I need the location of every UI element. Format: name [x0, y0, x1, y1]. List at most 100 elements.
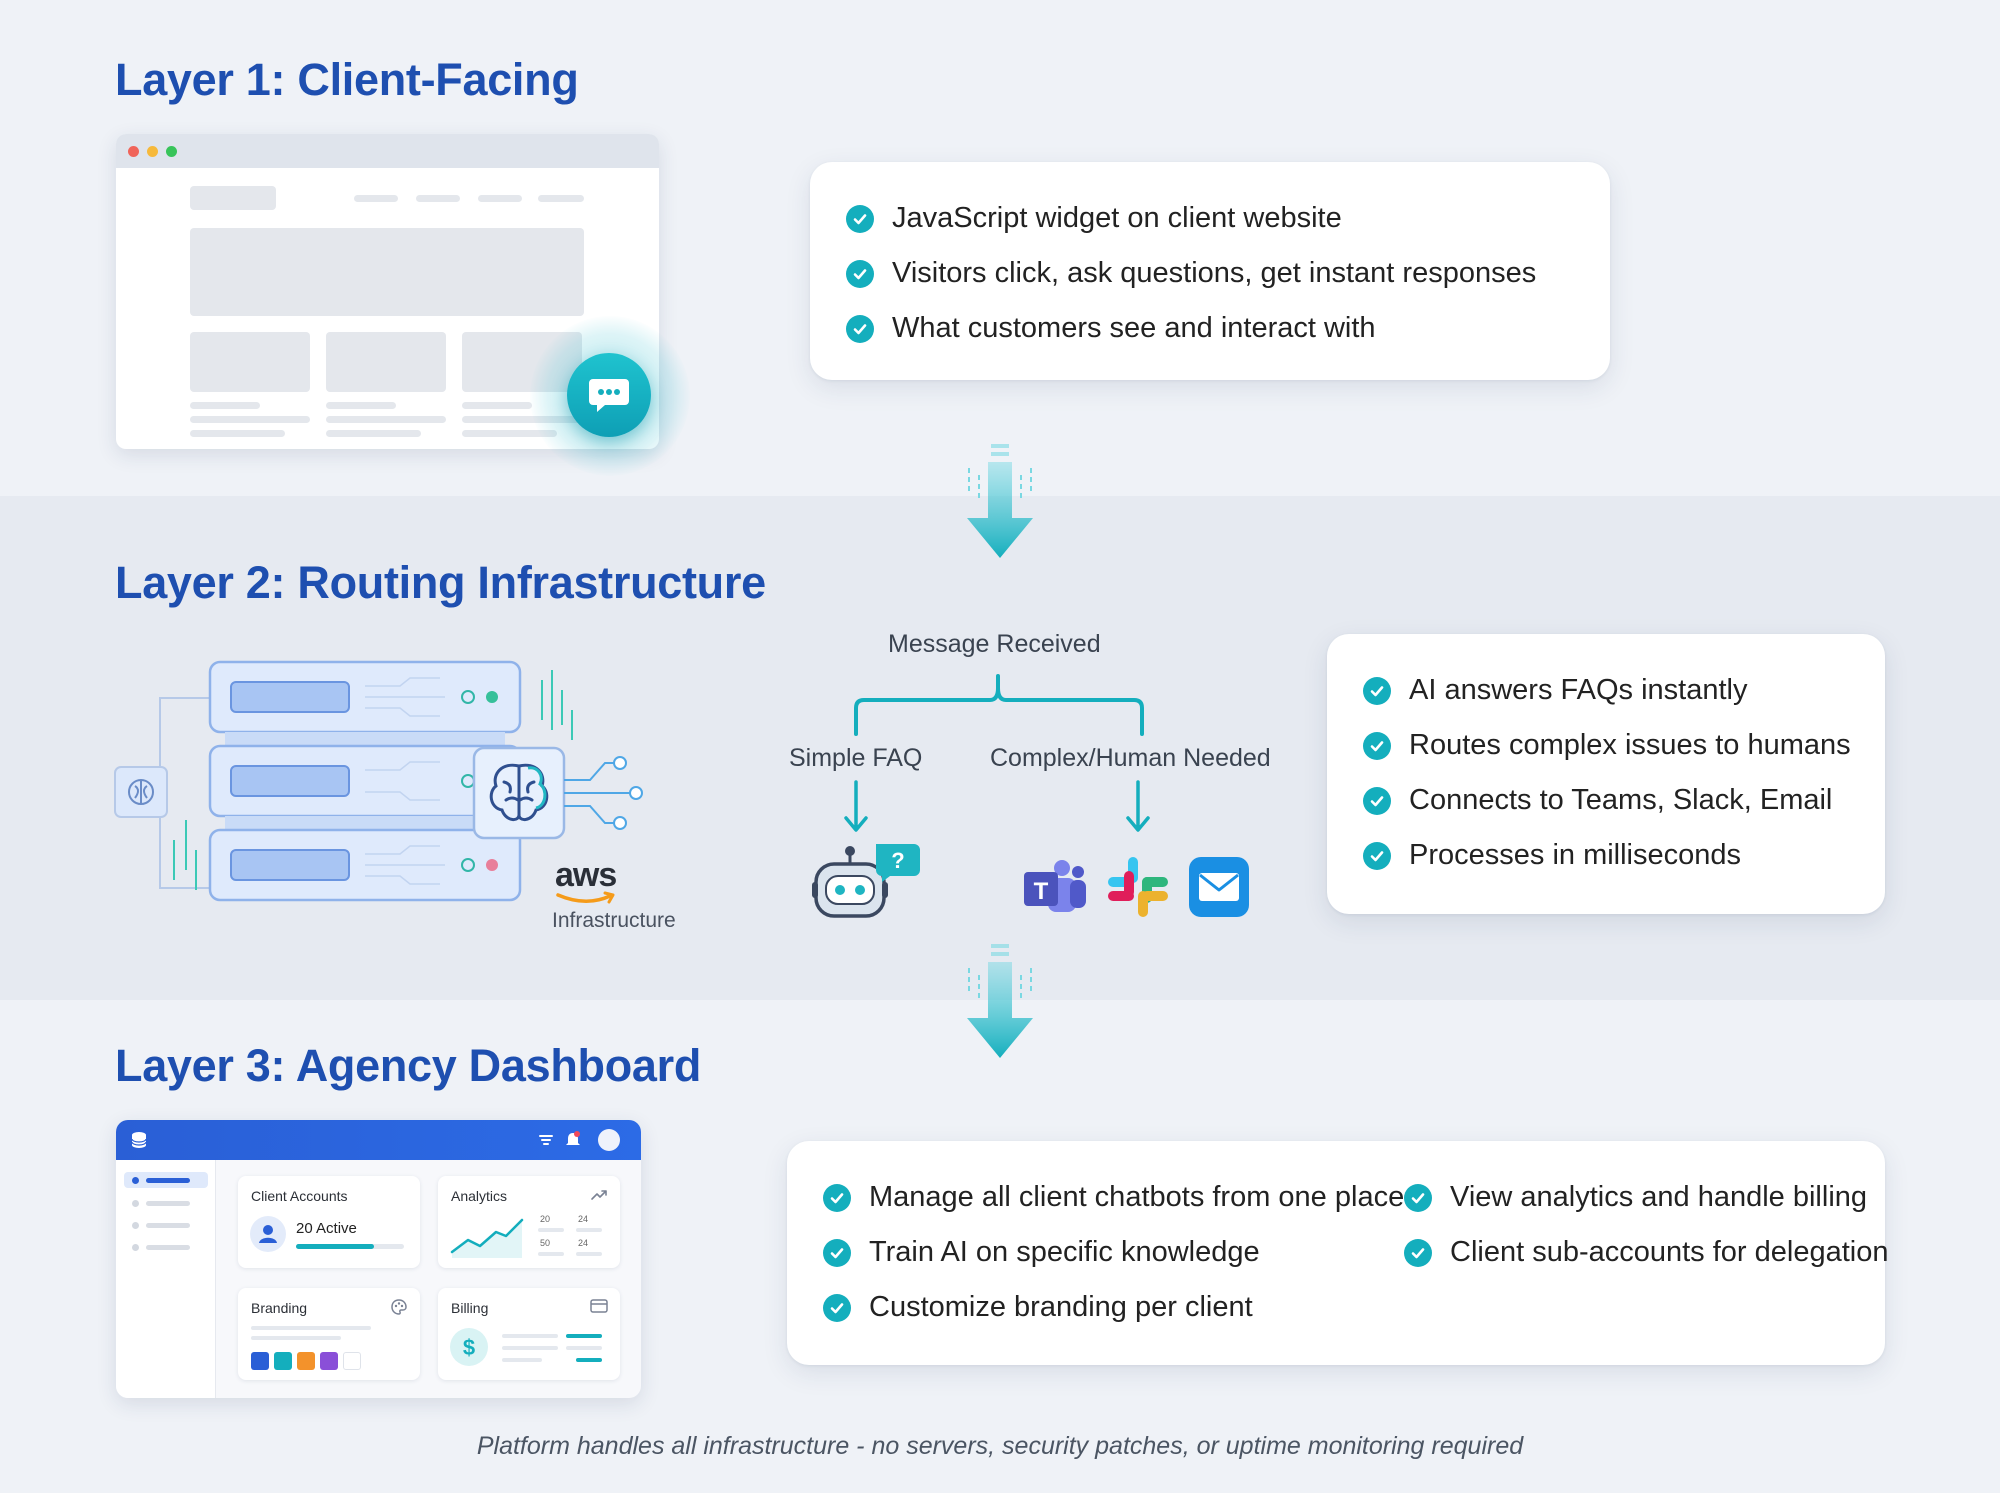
brand-swatch[interactable]: [274, 1352, 292, 1370]
placeholder-card: [326, 332, 446, 392]
tile-title: Branding: [251, 1300, 308, 1316]
feature-item: View analytics and handle billing: [1404, 1181, 1867, 1214]
feature-item: Routes complex issues to humans: [1363, 729, 1851, 762]
server-rack-illustration: [114, 660, 643, 902]
layer1-features-card: JavaScript widget on client website Visi…: [810, 162, 1610, 380]
feature-item: AI answers FAQs instantly: [1363, 674, 1747, 707]
placeholder-text: [190, 402, 260, 409]
feature-item: Manage all client chatbots from one plac…: [823, 1181, 1404, 1214]
tile-title: Billing: [451, 1300, 489, 1316]
placeholder-logo: [190, 186, 276, 210]
routing-bracket: [854, 674, 1144, 736]
placeholder-nav: [478, 195, 522, 202]
placeholder-card: [190, 332, 310, 392]
feature-item: Visitors click, ask questions, get insta…: [846, 257, 1536, 290]
svg-text:T: T: [1034, 878, 1049, 905]
arrow-down-icon: [967, 944, 1033, 1058]
trend-icon: [591, 1190, 607, 1200]
mini-bar: [538, 1228, 564, 1232]
avatar[interactable]: [598, 1129, 620, 1151]
user-avatar: [250, 1216, 286, 1252]
check-icon: [846, 204, 874, 233]
progress-fill: [296, 1244, 374, 1249]
placeholder-line: [251, 1326, 371, 1330]
brand-swatch[interactable]: [251, 1352, 269, 1370]
mini-bar: [576, 1228, 602, 1232]
mini-stat: 20: [540, 1214, 551, 1224]
client-accounts-tile[interactable]: Client Accounts 20 Active: [238, 1176, 420, 1268]
placeholder-text: [462, 416, 582, 423]
window-close-dot: [128, 146, 139, 157]
placeholder-text: [462, 402, 532, 409]
sidebar-bullet: [132, 1222, 139, 1229]
slack-icon: [1108, 857, 1168, 917]
check-icon: [846, 259, 874, 288]
check-icon: [1363, 841, 1391, 870]
aws-smile-icon: [556, 891, 615, 904]
sidebar-line: [146, 1178, 190, 1183]
progress-track: [296, 1244, 404, 1249]
dollar-icon: $: [463, 1335, 475, 1360]
layer2-features-card: AI answers FAQs instantly Routes complex…: [1327, 634, 1885, 914]
branding-tile[interactable]: Branding: [238, 1288, 420, 1380]
message-received-label: Message Received: [888, 630, 1101, 658]
placeholder-line: [566, 1346, 602, 1350]
mini-bar: [576, 1252, 602, 1256]
brand-swatch[interactable]: [320, 1352, 338, 1370]
chat-widget-button[interactable]: [567, 353, 651, 437]
agency-dashboard-mockup: Client Accounts 20 Active Analytics 20 2…: [116, 1120, 641, 1398]
dollar-badge: $: [450, 1328, 488, 1366]
feature-text: Train AI on specific knowledge: [869, 1236, 1260, 1268]
brand-swatch[interactable]: [297, 1352, 315, 1370]
svg-text:?: ?: [891, 848, 904, 873]
feature-item: What customers see and interact with: [846, 312, 1376, 345]
mini-stat: 24: [578, 1238, 589, 1248]
dashboard-sidebar: [116, 1160, 216, 1398]
card-icon: [590, 1299, 608, 1313]
svg-text:$: $: [463, 1335, 475, 1360]
sidebar-bullet: [132, 1244, 139, 1251]
feature-text: View analytics and handle billing: [1450, 1181, 1868, 1213]
placeholder-text: [190, 430, 285, 437]
email-icon: [1189, 857, 1249, 917]
teams-icon: T: [1024, 860, 1086, 912]
check-icon: [823, 1183, 851, 1212]
placeholder-line: [251, 1336, 341, 1340]
feature-text: Routes complex issues to humans: [1409, 729, 1851, 761]
placeholder-text: [326, 430, 421, 437]
window-minimize-dot: [147, 146, 158, 157]
feature-text: JavaScript widget on client website: [892, 202, 1342, 234]
billing-tile[interactable]: Billing $: [438, 1288, 620, 1380]
database-icon: [131, 1132, 147, 1148]
feature-text: Manage all client chatbots from one plac…: [869, 1181, 1405, 1213]
feature-item: Train AI on specific knowledge: [823, 1236, 1260, 1269]
dashboard-topbar: [116, 1120, 641, 1160]
feature-text: Connects to Teams, Slack, Email: [1409, 784, 1833, 816]
bell-icon[interactable]: [564, 1130, 582, 1150]
check-icon: [823, 1293, 851, 1322]
feature-item: Customize branding per client: [823, 1291, 1253, 1324]
brand-swatch[interactable]: [343, 1352, 361, 1370]
check-icon: [1363, 676, 1391, 705]
feature-item: Connects to Teams, Slack, Email: [1363, 784, 1832, 817]
layer1-title: Layer 1: Client-Facing: [115, 54, 579, 105]
placeholder-nav: [354, 195, 398, 202]
arrow-down-icon: [844, 780, 868, 832]
check-icon: [1404, 1183, 1432, 1212]
placeholder-card: [462, 332, 582, 392]
aws-infrastructure-label: Infrastructure: [552, 909, 676, 932]
analytics-sparkline: [450, 1218, 524, 1258]
palette-icon: [391, 1299, 407, 1315]
feature-item: JavaScript widget on client website: [846, 202, 1342, 235]
simple-faq-label: Simple FAQ: [789, 744, 923, 772]
menu-icon[interactable]: [538, 1133, 554, 1147]
robot-icon: ?: [812, 844, 920, 918]
arrow-down-icon: [1126, 780, 1150, 832]
user-icon: [259, 1225, 277, 1243]
analytics-tile[interactable]: Analytics 20 24 50 24: [438, 1176, 620, 1268]
feature-text: Client sub-accounts for delegation: [1450, 1236, 1889, 1268]
mini-stat: 24: [578, 1214, 589, 1224]
placeholder-line: [502, 1358, 542, 1362]
feature-text: Processes in milliseconds: [1409, 839, 1742, 871]
feature-text: Customize branding per client: [869, 1291, 1253, 1323]
